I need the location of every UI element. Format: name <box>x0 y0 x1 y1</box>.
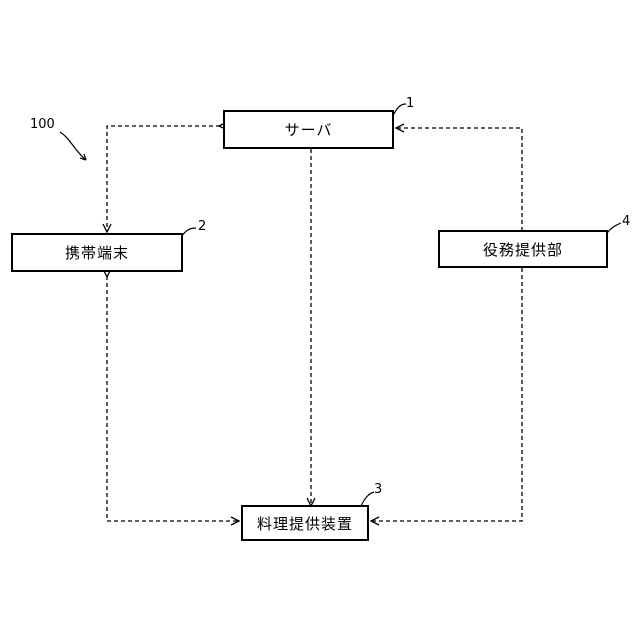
mobile-ref-leader <box>182 228 196 236</box>
mobile-terminal-box: 携帯端末 <box>11 233 183 272</box>
mobile-terminal-ref-number: 2 <box>198 219 206 234</box>
server-label: サーバ <box>285 119 333 140</box>
edge-mobile-cooking <box>107 276 238 521</box>
cooking-ref-leader <box>361 492 374 506</box>
cooking-device-label: 料理提供装置 <box>257 513 353 534</box>
edge-server-mobile <box>107 126 220 231</box>
system-ref-number: 100 <box>30 117 55 132</box>
edge-provider-cooking <box>372 268 522 521</box>
cooking-device-ref-number: 3 <box>374 482 382 497</box>
mobile-terminal-label: 携帯端末 <box>65 242 129 263</box>
provider-ref-leader <box>607 223 621 233</box>
server-box: サーバ <box>223 110 394 149</box>
service-provider-box: 役務提供部 <box>438 230 608 268</box>
service-provider-ref-number: 4 <box>622 214 630 229</box>
server-ref-number: 1 <box>406 96 414 111</box>
edge-provider-server <box>397 128 522 231</box>
service-provider-label: 役務提供部 <box>483 239 563 260</box>
cooking-device-box: 料理提供装置 <box>241 505 369 541</box>
system-ref-leader <box>60 132 86 160</box>
server-ref-leader <box>394 104 406 114</box>
